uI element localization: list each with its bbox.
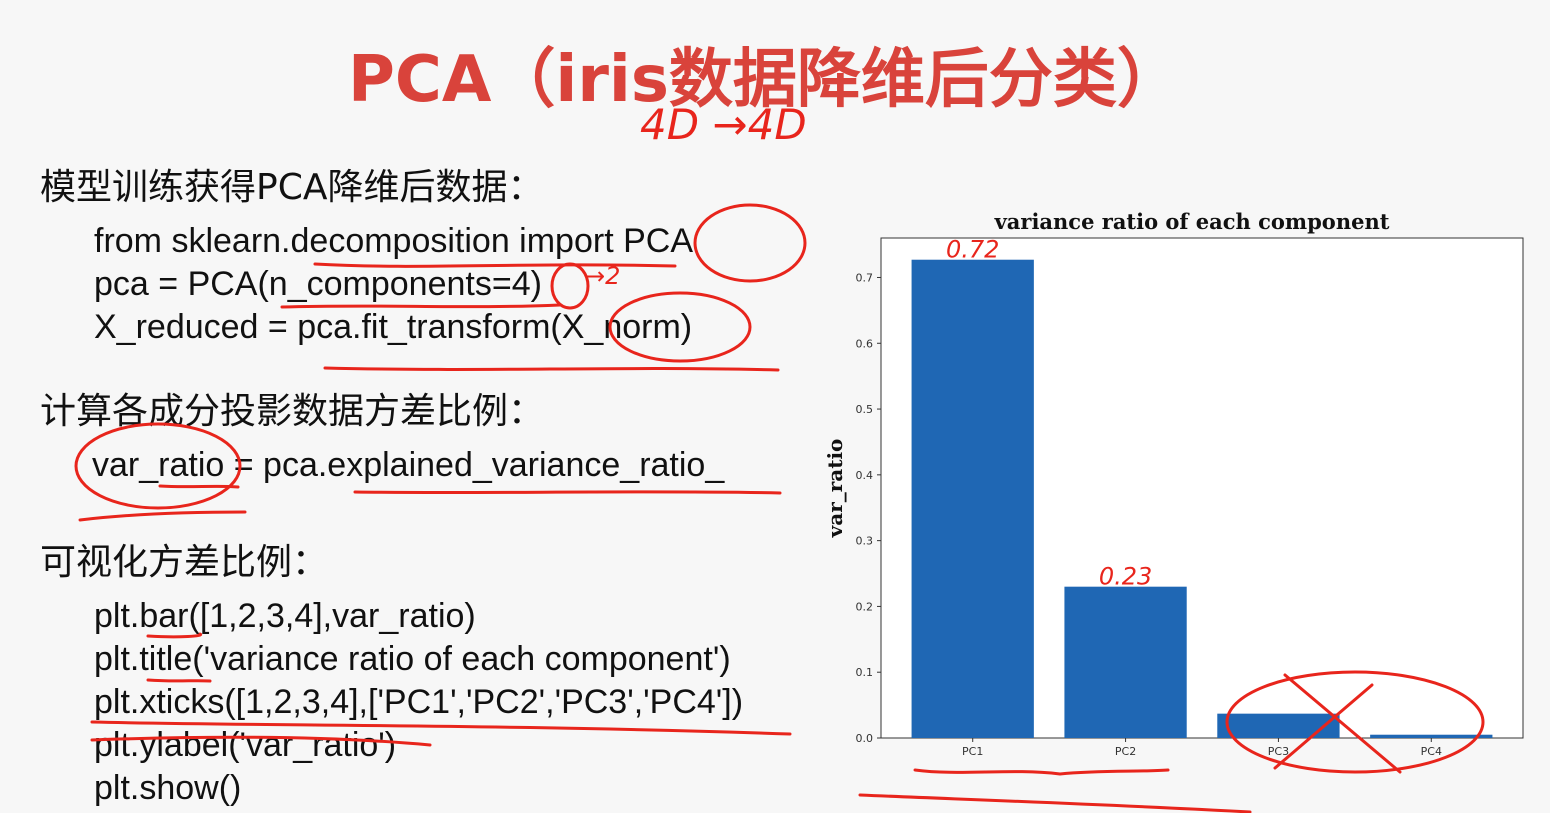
y-axis-label: var_ratio [823, 439, 847, 539]
y-tick-label: 0.7 [856, 271, 874, 284]
code-block-visualize: plt.bar([1,2,3,4],var_ratio) plt.title('… [94, 595, 743, 810]
code-line: plt.title('variance ratio of each compon… [94, 640, 731, 678]
section-heading-training: 模型训练获得PCA降维后数据： [40, 167, 544, 208]
slide-title: PCA（iris数据降维后分类） [348, 43, 1181, 117]
y-tick-label: 0.5 [856, 403, 874, 416]
chart-title: variance ratio of each component [994, 209, 1390, 234]
code-line: plt.bar([1,2,3,4],var_ratio) [94, 597, 476, 635]
y-tick-label: 0.2 [856, 600, 874, 613]
code-line: plt.xticks([1,2,3,4],['PC1','PC2','PC3',… [94, 683, 744, 721]
code-line: pca = PCA(n_components=4) [94, 265, 542, 303]
stroke-left-margin [78, 510, 247, 522]
handwritten-title-note: 4D →4D [640, 100, 807, 149]
x-tick-label: PC2 [1115, 745, 1136, 758]
y-tick-label: 0.4 [856, 469, 874, 482]
bar-pc3 [1217, 713, 1340, 738]
handwritten-value-1: 0.72 [946, 236, 999, 264]
bar-pc2 [1064, 586, 1187, 738]
y-tick-label: 0.0 [856, 732, 874, 745]
code-line: plt.show() [94, 769, 242, 807]
code-block-training: from sklearn.decomposition import PCA pc… [94, 220, 693, 349]
code-line: from sklearn.decomposition import PCA [94, 222, 694, 260]
handwritten-code-note: →2 [585, 262, 621, 290]
circle-import-pca [693, 203, 807, 283]
bar-pc4 [1370, 734, 1493, 738]
x-tick-label: PC4 [1421, 745, 1442, 758]
underline-explained-variance [353, 490, 782, 495]
y-tick-label: 0.3 [856, 535, 874, 548]
handwritten-value-2: 0.23 [1099, 563, 1152, 591]
bar-pc1 [911, 259, 1034, 738]
code-line: var_ratio = pca.explained_variance_ratio… [92, 446, 725, 484]
x-tick-label: PC3 [1268, 745, 1289, 758]
code-line: X_reduced = pca.fit_transform(X_norm) [94, 308, 693, 346]
section-heading-visualize: 可视化方差比例： [40, 542, 329, 583]
section-heading-variance: 计算各成分投影数据方差比例： [40, 391, 545, 432]
code-block-variance: var_ratio = pca.explained_variance_ratio… [92, 444, 724, 487]
y-tick-label: 0.6 [856, 337, 874, 350]
x-tick-label: PC1 [962, 745, 983, 758]
y-tick-label: 0.1 [856, 666, 874, 679]
code-line: plt.ylabel('var_ratio') [94, 726, 397, 764]
underline-fit-transform [323, 366, 780, 372]
